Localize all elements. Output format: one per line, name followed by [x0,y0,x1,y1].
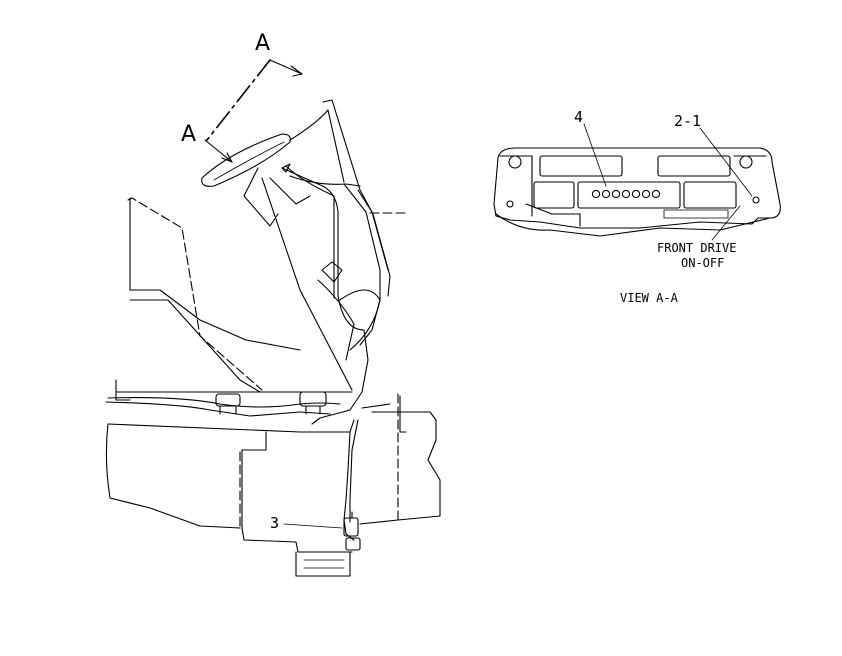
gauge-left [539,155,623,177]
section-mark-top: A [255,31,270,56]
leader-line-2-1 [699,127,753,197]
view-title: VIEW A-A [620,291,679,305]
indicator-lamp [591,189,601,199]
floor-lamp-left [215,393,241,407]
arrow-head-icon [290,65,303,77]
instrument-panel [493,147,781,237]
gauge-right [657,155,731,177]
mount-hole-left [506,200,514,208]
lower-frame [105,393,441,577]
panel-light-left [508,155,522,169]
floor-rail [105,391,341,417]
steering-wheel [201,133,311,227]
front-drive-caption-line2: ON-OFF [681,256,724,270]
floor-lamp-right [299,391,327,407]
indicator-lamp [651,189,661,199]
indicator-strip [577,181,681,209]
callout-4: 4 [574,108,583,126]
indicator-lamp [631,189,641,199]
indicator-lamp [621,189,631,199]
indicator-lamp [611,189,621,199]
section-mark-left: A [181,122,196,147]
indicator-lamp [601,189,611,199]
section-line-a-a [204,59,303,163]
leader-line-4 [583,123,607,187]
front-drive-caption-line1: FRONT DRIVE [657,241,736,255]
bottom-housing [295,551,351,577]
panel-light-right [739,155,753,169]
callout-2-1: 2-1 [674,112,701,130]
callout-3: 3 [270,514,279,532]
dash-structure [261,99,406,391]
component-3 [343,511,361,551]
wiring-harness [281,163,391,541]
cowl-outline [115,197,353,401]
leader-line-3 [283,523,343,529]
indicator-lamp [641,189,651,199]
leader-line-front-drive [711,205,741,241]
mount-hole-right [752,196,760,204]
control-lever [321,261,343,283]
